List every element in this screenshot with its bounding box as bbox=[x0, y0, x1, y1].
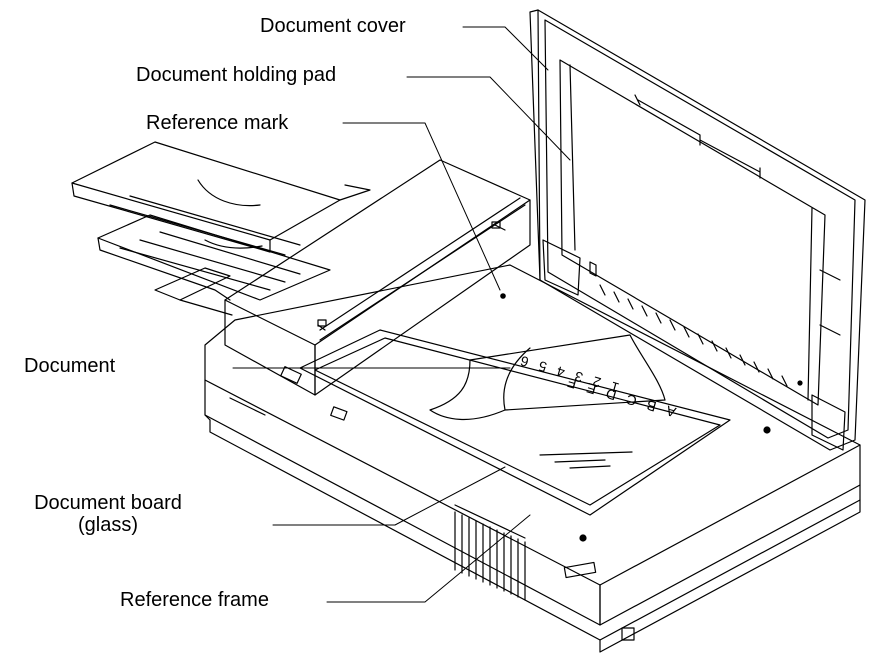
leader-document-board bbox=[272, 466, 506, 526]
document-cover-drawing bbox=[529, 9, 866, 451]
leader-holding-pad bbox=[406, 76, 571, 161]
label-document-holding-pad: Document holding pad bbox=[136, 64, 337, 86]
label-document: Document bbox=[24, 355, 116, 377]
label-document-cover: Document cover bbox=[260, 15, 406, 37]
leader-document-cover bbox=[462, 26, 549, 71]
label-reference-frame: Reference frame bbox=[120, 589, 269, 611]
label-document-board: Document board (glass) bbox=[8, 492, 208, 536]
label-reference-mark: Reference mark bbox=[146, 112, 289, 134]
leader-reference-frame bbox=[326, 514, 531, 603]
document-sheet bbox=[429, 334, 666, 420]
paper-tray bbox=[71, 141, 371, 316]
scanner-base bbox=[204, 264, 861, 653]
label-document-board-line1: Document board bbox=[34, 492, 182, 514]
leader-lines bbox=[232, 26, 571, 603]
label-document-board-line2: (glass) bbox=[77, 514, 138, 536]
leader-reference-mark bbox=[342, 122, 501, 291]
